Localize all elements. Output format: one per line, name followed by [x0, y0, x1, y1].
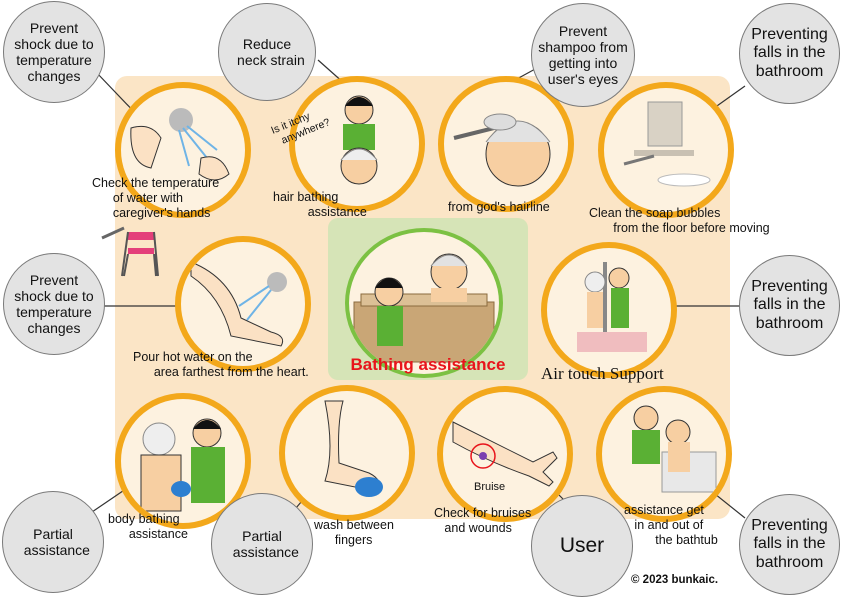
scene-hairline [438, 76, 574, 212]
bubble-user: User [531, 495, 633, 597]
label-air-touch: Air touch Support [541, 364, 664, 383]
scene-hair-bathing [289, 76, 425, 212]
label-wash-fingers: wash between fingers [314, 518, 394, 547]
bubble-preventing-falls-middle: Preventing falls in the bathroom [739, 255, 840, 356]
label-hair-bathing: hair bathing assistance [273, 190, 367, 219]
bubble-partial-assistance-middle: Partial assistance [211, 493, 313, 595]
scene-clean-floor [598, 82, 734, 218]
bubble-prevent-shampoo: Prevent shampoo from getting into user's… [531, 3, 635, 107]
label-check-temperature: Check the temperature of water with care… [92, 176, 220, 220]
copyright: © 2023 bunkaic. [631, 574, 719, 586]
bubble-reduce-neck-strain: Reduce neck strain [218, 3, 316, 101]
label-pour-water: Pour hot water on the area farthest from… [133, 350, 309, 379]
bubble-preventing-falls-bottom: Preventing falls in the bathroom [739, 494, 840, 595]
label-body-bathing: body bathing assistance [108, 512, 188, 541]
label-hairline: from god's hairline [448, 200, 550, 214]
bubble-preventing-falls-top: Preventing falls in the bathroom [739, 3, 840, 104]
bubble-partial-assistance-left: Partial assistance [2, 491, 104, 593]
shower-chair-icon [101, 226, 159, 277]
label-check-bruises: Check for bruises and wounds [434, 506, 532, 535]
scene-pour-water [175, 236, 311, 372]
scene-check-temperature [115, 82, 251, 218]
page-title: Bathing assistance [350, 355, 506, 374]
center-illustration [345, 228, 503, 378]
scene-bathtub-transfer [596, 386, 732, 522]
label-bruise: Bruise [474, 481, 506, 493]
scene-air-touch [541, 242, 677, 378]
scene-check-bruises [437, 386, 573, 522]
scene-wash-fingers [279, 385, 415, 521]
label-bathtub-transfer: assistance get in and out of the bathtub [624, 503, 718, 547]
scene-body-bathing [115, 393, 251, 529]
label-clean-soap: Clean the soap bubbles from the floor be… [589, 206, 770, 235]
bubble-prevent-shock-top: Prevent shock due to temperature changes [3, 1, 105, 103]
bubble-prevent-shock-middle: Prevent shock due to temperature changes [3, 253, 105, 355]
